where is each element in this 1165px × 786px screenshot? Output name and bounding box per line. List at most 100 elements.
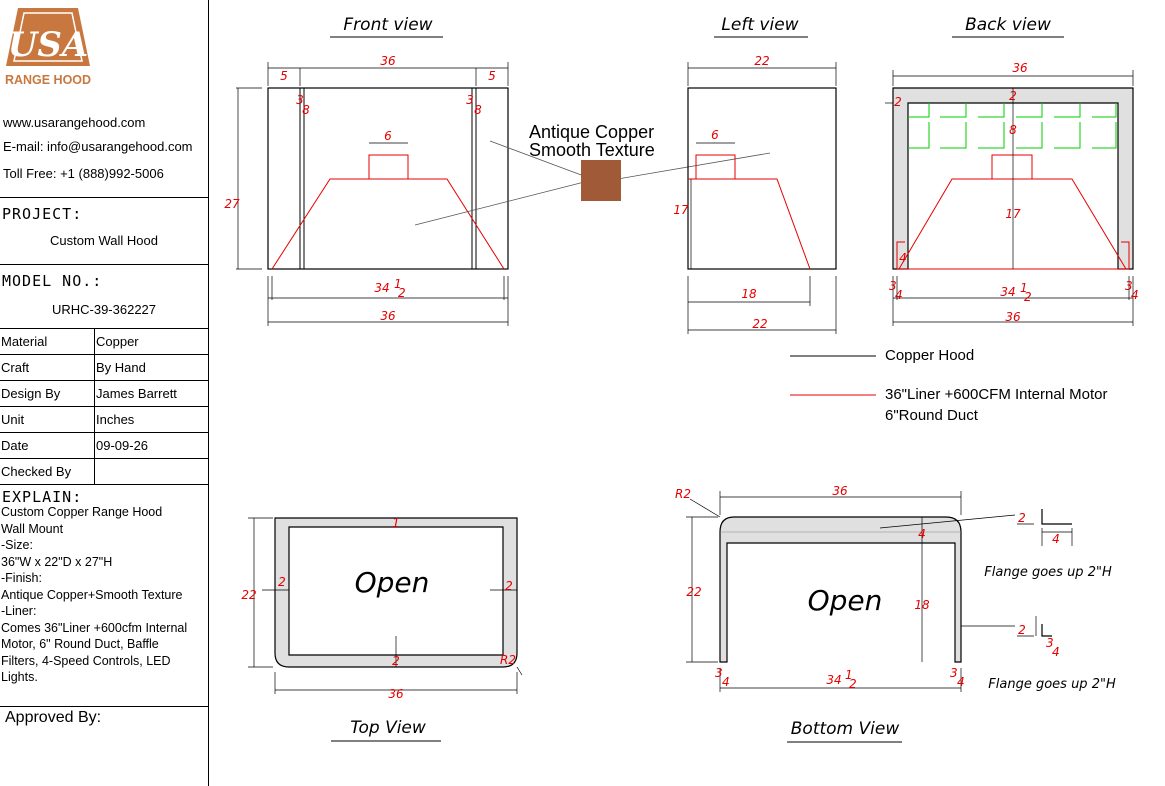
spec-key: Craft xyxy=(0,354,95,381)
top-outline xyxy=(274,517,518,668)
dim-frac: 3 xyxy=(715,666,723,680)
front-view: 36 5 5 27 3 8 3 8 6 34 1 2 36 xyxy=(224,54,509,326)
project-value: Custom Wall Hood xyxy=(50,233,158,248)
explain-line: Custom Copper Range Hood xyxy=(1,505,163,519)
dim-frac: 2 xyxy=(398,286,406,300)
divider xyxy=(0,264,208,265)
dim-side: 5 xyxy=(488,69,496,83)
explain-text: Custom Copper Range Hood Wall Mount -Siz… xyxy=(1,504,207,686)
dim-frac: 4 xyxy=(722,675,730,689)
dim-wall: 2 xyxy=(392,654,400,668)
open-label: Open xyxy=(355,566,430,599)
dim-liner-depth: 18 xyxy=(914,598,930,612)
divider xyxy=(0,706,208,707)
dim-depth: 22 xyxy=(752,317,767,331)
finish-label-2: Smooth Texture xyxy=(529,140,655,160)
explain-line: Filters, 4-Speed Controls, LED xyxy=(1,653,171,668)
dim-liner-height: 17 xyxy=(673,203,689,217)
divider xyxy=(0,197,208,198)
dim-frac: 1 xyxy=(394,277,402,291)
dim-width: 36 xyxy=(380,309,396,323)
legend-liner-2: 6"Round Duct xyxy=(885,407,978,424)
dim-width: 36 xyxy=(380,54,396,68)
dim-frac: 2 xyxy=(1024,290,1032,304)
dim-flange: 2 xyxy=(1018,623,1026,637)
dim-height: 27 xyxy=(224,197,240,211)
dim-width: 36 xyxy=(1005,310,1021,324)
dim-wall: 4 xyxy=(918,527,926,541)
explain-line: -Size: xyxy=(1,538,33,552)
dim-frac: 4 xyxy=(895,288,903,302)
dim-liner-width: 34 xyxy=(1000,285,1015,299)
dim-depth: 22 xyxy=(754,54,769,68)
dim-depth: 22 xyxy=(241,588,256,602)
spec-value: Inches xyxy=(94,406,208,433)
usa-range-hood-logo: USA RANGE HOOD xyxy=(5,8,91,87)
dim-liner-depth: 18 xyxy=(741,287,757,301)
dim-side: 5 xyxy=(280,69,288,83)
explain-line: -Liner: xyxy=(1,604,37,618)
dim-frac: 8 xyxy=(474,103,482,117)
back-view-title: Back view xyxy=(965,15,1051,35)
dim-depth: 22 xyxy=(686,585,701,599)
spec-key: Design By xyxy=(0,380,95,407)
dim-radius: R2 xyxy=(500,653,516,667)
model-value: URHC-39-362227 xyxy=(51,302,157,317)
dim-wall: 1 xyxy=(392,516,400,530)
front-liner xyxy=(271,154,505,270)
dim-frac: 2 xyxy=(849,677,857,691)
model-label: MODEL NO.: xyxy=(2,272,103,290)
dim-flange: 2 xyxy=(1018,511,1026,525)
legend-copper-hood: Copper Hood xyxy=(885,347,975,364)
phone-text: Toll Free: +1 (888)992-5006 xyxy=(3,166,164,181)
dim-width: 36 xyxy=(388,687,404,701)
flange-detail-bottom: 2 3 4 Flange goes up 2"H xyxy=(988,616,1116,692)
front-view-title: Front view xyxy=(343,15,432,35)
front-outline xyxy=(267,87,509,270)
left-view: 22 6 17 18 22 xyxy=(673,54,837,334)
email-text[interactable]: E-mail: info@usarangehood.com xyxy=(3,139,193,154)
flange-note: Flange goes up 2"H xyxy=(984,565,1112,580)
explain-line: -Finish: xyxy=(1,571,42,585)
dim-liner-height: 17 xyxy=(1005,207,1021,221)
dim-wall: 2 xyxy=(894,95,902,109)
dim-frac: 3 xyxy=(1046,636,1054,650)
explain-label: EXPLAIN: xyxy=(2,488,83,506)
finish-label-1: Antique Copper xyxy=(529,122,654,142)
title-block: USA RANGE HOOD www.usarangehood.com E-ma… xyxy=(0,0,209,786)
dim-frac: 3 xyxy=(1125,279,1133,293)
dim-wall: 2 xyxy=(505,579,513,593)
dim-frac: 3 xyxy=(950,666,958,680)
spec-value: James Barrett xyxy=(94,380,208,407)
dim-frac: 3 xyxy=(296,93,304,107)
logo-text: USA xyxy=(8,25,89,65)
explain-line: Comes 36"Liner +600cfm Internal xyxy=(1,620,188,635)
website-link[interactable]: www.usarangehood.com xyxy=(3,115,146,130)
dim-duct: 6 xyxy=(711,128,719,142)
dim-frac: 4 xyxy=(1131,288,1139,302)
project-label: PROJECT: xyxy=(2,205,83,223)
top-view-title: Top View xyxy=(350,718,426,738)
dim-frac: 4 xyxy=(1052,645,1060,659)
top-view: Open 1 2 2 2 22 R2 36 xyxy=(241,516,523,701)
dim-baffle: 8 xyxy=(1009,123,1017,137)
dim-liner-width: 34 xyxy=(374,281,389,295)
approved-by-label: Approved By: xyxy=(5,709,102,726)
spec-row: Checked By xyxy=(0,458,208,485)
dim-frac: 1 xyxy=(1020,281,1028,295)
explain-line: Motor, 6" Round Duct, Baffle xyxy=(1,637,159,651)
explain-line: Lights. xyxy=(1,670,38,684)
bottom-outline xyxy=(719,516,962,663)
back-baffle-grid xyxy=(908,103,1117,149)
dim-duct: 6 xyxy=(384,129,392,143)
explain-line: 36"W x 22"D x 27"H xyxy=(1,554,113,569)
dim-wall: 2 xyxy=(1009,89,1017,103)
spec-value xyxy=(94,458,208,485)
dim-flange: 4 xyxy=(1052,532,1060,546)
dim-frac: 1 xyxy=(845,668,853,682)
